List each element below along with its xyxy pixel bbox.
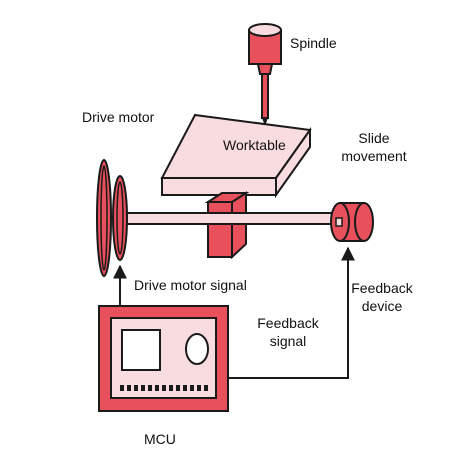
label-slide-movement: Slide movement xyxy=(334,129,414,165)
label-feedback-signal-line1: Feedback xyxy=(257,315,319,331)
label-slide-movement-line2: movement xyxy=(341,148,407,164)
label-slide-movement-line1: Slide xyxy=(358,130,390,146)
label-feedback-device-line2: device xyxy=(361,298,403,314)
label-drive-motor-signal: Drive motor signal xyxy=(134,277,247,293)
label-worktable: Worktable xyxy=(223,137,286,153)
label-feedback-device: Feedback device xyxy=(342,279,422,315)
label-feedback-device-line1: Feedback xyxy=(351,280,413,296)
worktable xyxy=(160,113,312,199)
label-feedback-signal-line2: signal xyxy=(269,333,307,349)
mcu-button-row xyxy=(120,385,208,391)
label-spindle: Spindle xyxy=(290,35,337,51)
lead-screw-shaft xyxy=(121,212,337,225)
label-mcu: MCU xyxy=(144,431,176,447)
spindle xyxy=(248,23,282,126)
feedback-device xyxy=(330,202,374,242)
mcu xyxy=(98,305,229,412)
feedback-signal-arrow xyxy=(228,246,355,379)
label-drive-motor: Drive motor xyxy=(82,109,155,125)
drive-motor xyxy=(96,159,128,277)
label-feedback-signal: Feedback signal xyxy=(248,314,328,350)
